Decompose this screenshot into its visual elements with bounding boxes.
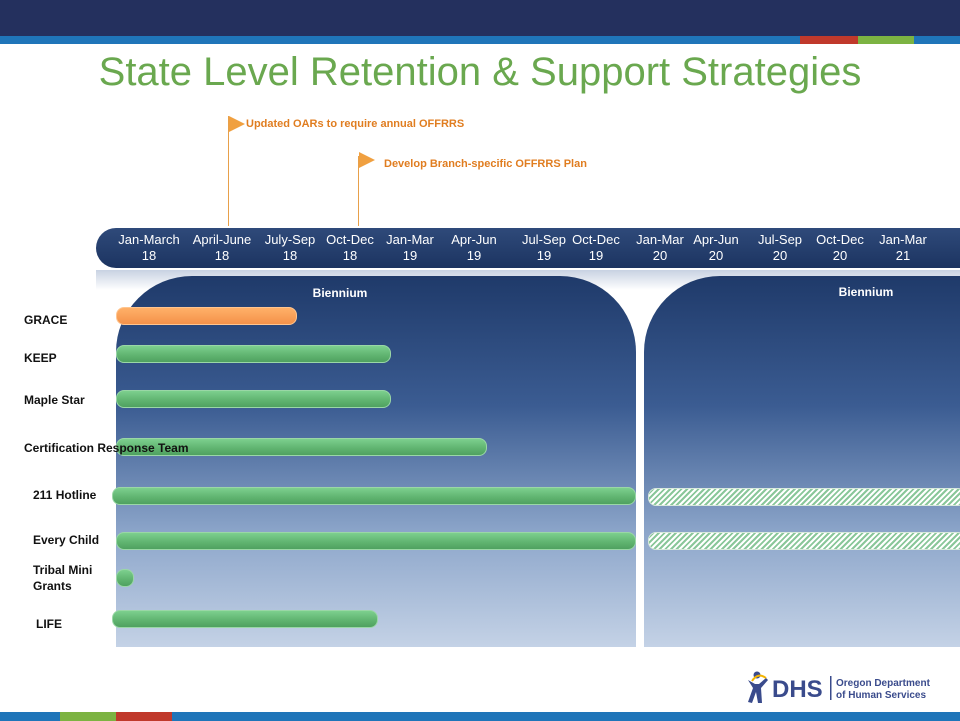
period-label: Oct-Dec (816, 232, 864, 247)
biennium-panel-2 (644, 276, 960, 647)
person-icon (748, 671, 768, 703)
row-label-life: LIFE (36, 617, 62, 631)
milestone-arrow-2 (359, 152, 375, 168)
bar-certification-response-team (116, 438, 487, 456)
period-year: 19 (536, 248, 552, 263)
biennium-label-1: Biennium (312, 286, 368, 300)
bar-grace (116, 307, 297, 325)
header-stripe-blue (0, 36, 800, 44)
period-year: 20 (832, 248, 848, 263)
row-label-maple-star: Maple Star (24, 393, 85, 407)
bar-211-hotline (112, 487, 636, 505)
period-year: 19 (402, 248, 418, 263)
bar-life (112, 610, 378, 628)
period-label: Jan-Mar (879, 232, 927, 247)
header-stripe-red (800, 36, 858, 44)
row-label-keep: KEEP (24, 351, 57, 365)
dhs-logo-line1: Oregon Department (836, 678, 931, 689)
bar-keep (116, 345, 391, 363)
row-label-grace: GRACE (24, 313, 68, 327)
bar-maple-star (116, 390, 391, 408)
period-year: 20 (652, 248, 668, 263)
dhs-logo: DHS Oregon Department of Human Services (748, 671, 931, 703)
dhs-logo-name: DHS (772, 676, 823, 703)
period-year: 18 (342, 248, 358, 263)
header-bar (0, 0, 960, 36)
header-stripe-green (858, 36, 914, 44)
row-label-211-hotline: 211 Hotline (33, 488, 97, 502)
biennium-panel-1 (116, 276, 636, 647)
period-label: Jul-Sep (521, 232, 567, 247)
bar-tribal-mini-grants (116, 569, 134, 587)
period-label: Jul-Sep (757, 232, 803, 247)
period-label: Oct-Dec (326, 232, 374, 247)
period-year: 18 (282, 248, 298, 263)
period-year: 19 (466, 248, 482, 263)
footer-stripe-red (116, 712, 172, 721)
timeline-band (96, 228, 960, 268)
period-label: Jan-Mar (636, 232, 684, 247)
period-label: Jan-Mar (386, 232, 434, 247)
period-label: April-June (192, 232, 252, 247)
milestone-line-1 (228, 116, 229, 226)
period-year: 18 (214, 248, 230, 263)
milestone-label-1: Updated OARs to require annual OFFRRS (246, 118, 465, 130)
row-label-every-child: Every Child (33, 533, 100, 547)
period-label: Apr-Jun (693, 232, 739, 247)
bar-211-hotline-future (648, 488, 960, 506)
milestone-line-2 (358, 156, 359, 226)
period-label: Apr-Jun (451, 232, 497, 247)
bar-every-child-future (648, 532, 960, 550)
period-year: 20 (708, 248, 724, 263)
period-year: 19 (588, 248, 604, 263)
row-label-certification-response-team: Certification Response Team (24, 441, 189, 455)
milestone-arrow-1 (229, 116, 245, 132)
row-label-tribal-mini-grants: Tribal Mini Grants (33, 563, 93, 593)
header-stripe-blue-end (914, 36, 960, 44)
period-label: July-Sep (264, 232, 316, 247)
dhs-logo-line2: of Human Services (836, 690, 926, 701)
milestone-label-2: Develop Branch-specific OFFRRS Plan (384, 158, 587, 170)
footer-stripe-green (60, 712, 116, 721)
page-title: State Level Retention & Support Strategi… (98, 50, 862, 94)
period-year: 18 (141, 248, 157, 263)
period-year: 21 (895, 248, 911, 263)
footer-stripe-blue-end (172, 712, 960, 721)
period-year: 20 (772, 248, 788, 263)
footer-stripe-blue (0, 712, 60, 721)
period-label: Oct-Dec (572, 232, 620, 247)
period-label: Jan-March (118, 232, 180, 247)
bar-every-child (116, 532, 636, 550)
biennium-label-2: Biennium (838, 285, 894, 299)
